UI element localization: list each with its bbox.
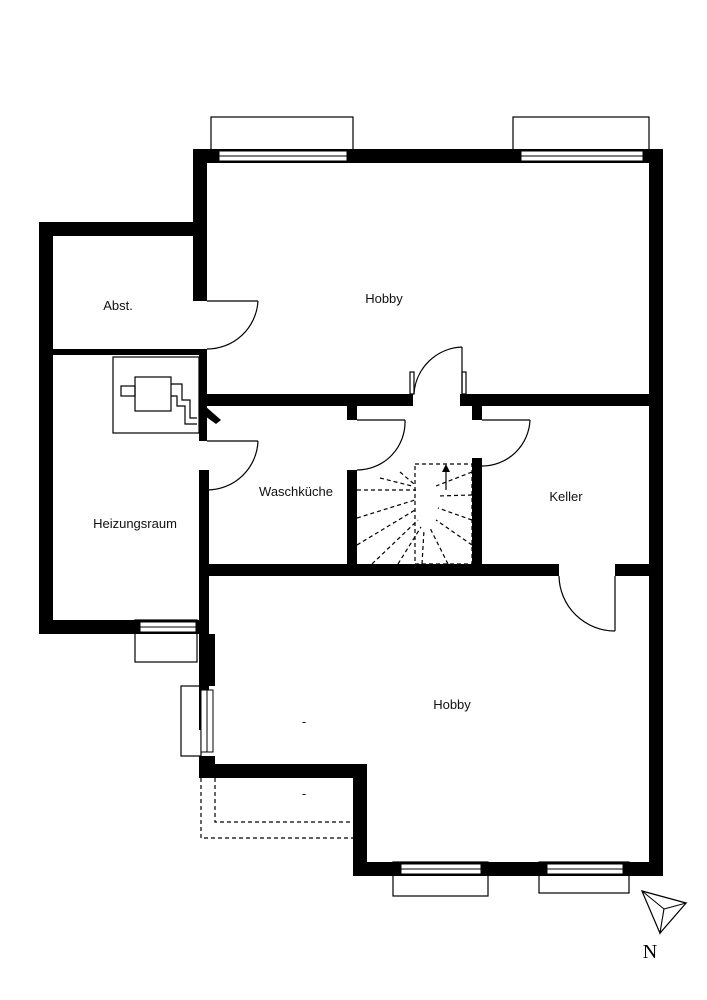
dimension-mark: -: [302, 714, 306, 729]
north-label: N: [643, 941, 657, 963]
window-bays: [134, 116, 650, 897]
north-arrow-icon: N: [640, 890, 688, 963]
walls: [39, 149, 663, 876]
room-labels: Hobby Abst. Heizungsraum Waschküche Kell…: [93, 291, 583, 801]
room-label-abst: Abst.: [103, 298, 133, 313]
staircase: [356, 463, 473, 565]
boiler-icon: [112, 356, 221, 434]
room-label-hobby-top: Hobby: [365, 291, 403, 306]
dimension-mark: -: [302, 786, 306, 801]
room-label-waschkueche: Waschküche: [259, 484, 333, 499]
room-label-heizungsraum: Heizungsraum: [93, 516, 177, 531]
doors: [206, 300, 616, 632]
windows: [139, 150, 644, 875]
room-label-hobby-bottom: Hobby: [433, 697, 471, 712]
terrace-outline: [200, 778, 353, 839]
room-label-keller: Keller: [549, 489, 583, 504]
